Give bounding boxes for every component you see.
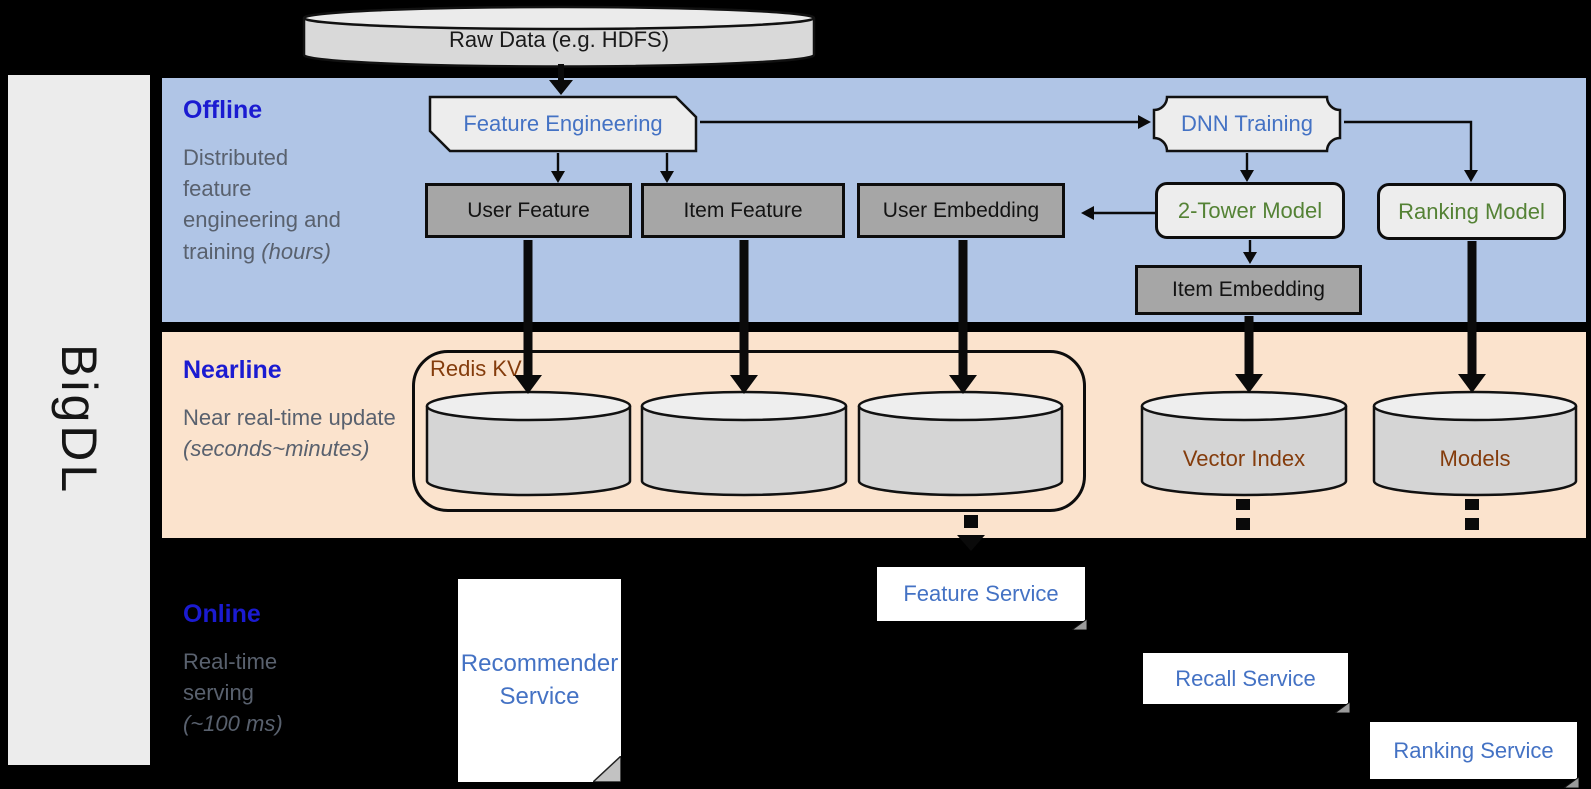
offline-title: Offline [183, 96, 263, 124]
ranking-service-node: Ranking Service [1370, 722, 1579, 788]
item-feature-node: Item Feature [641, 183, 845, 238]
user-embedding-node: User Embedding [857, 183, 1065, 238]
vector-index-store: Vector Index [1140, 390, 1348, 497]
recommender-service-label: Recommender Service [460, 650, 619, 710]
offline-duration: (hours) [261, 238, 331, 264]
beveled-box-shape [428, 95, 698, 153]
document-shape [458, 579, 621, 782]
feature-engineering-label: Feature Engineering [463, 111, 663, 136]
cylinder-shape [1372, 390, 1578, 497]
redis-cylinder-2 [640, 390, 848, 497]
offline-description-text: Distributed feature engineering and trai… [183, 145, 341, 264]
recommender-service-node: Recommender Service [458, 579, 621, 782]
nearline-description: Near real-time update (seconds~minutes) [183, 402, 398, 464]
nearline-description-text: Near real-time update [183, 405, 396, 430]
nearline-title: Nearline [183, 356, 282, 384]
user-feature-node: User Feature [425, 183, 632, 238]
online-duration: (~100 ms) [183, 711, 283, 737]
cylinder-shape [640, 390, 848, 497]
item-embedding-node: Item Embedding [1135, 265, 1362, 315]
redis-cylinder-3 [857, 390, 1064, 497]
folded-corner-icon [1335, 702, 1350, 713]
cylinder-shape [1140, 390, 1348, 497]
redis-cylinder-1 [425, 390, 632, 497]
feature-engineering-node: Feature Engineering [428, 95, 698, 153]
brand-bigdl: BigDL [51, 344, 107, 496]
sidebar: BigDL [8, 75, 150, 765]
vector-index-label: Vector Index [1182, 445, 1306, 471]
models-label: Models [1439, 445, 1511, 471]
dnn-training-label: DNN Training [1180, 111, 1314, 136]
online-title: Online [183, 600, 261, 628]
ranking-model-node: Ranking Model [1377, 183, 1566, 240]
folded-corner-icon [1564, 777, 1579, 788]
folded-corner-icon [1072, 619, 1087, 630]
redis-kv-label: Redis KV [430, 356, 522, 381]
nearline-duration: (seconds~minutes) [183, 436, 370, 462]
recall-service-node: Recall Service [1143, 653, 1350, 713]
cylinder-shape [425, 390, 632, 497]
redis-kv-group [412, 350, 1086, 512]
feature-service-node: Feature Service [877, 567, 1087, 630]
recall-service-label: Recall Service [1175, 665, 1316, 691]
online-description-text: Real-time serving [183, 649, 278, 706]
plaque-shape [1152, 95, 1342, 153]
models-store: Models [1372, 390, 1578, 497]
online-description: Real-time serving (~100 ms) [183, 646, 315, 740]
feature-service-label: Feature Service [903, 581, 1059, 606]
ranking-service-label: Ranking Service [1393, 737, 1554, 763]
offline-description: Distributed feature engineering and trai… [183, 142, 361, 267]
folded-corner-icon [593, 756, 621, 782]
raw-data-store: Raw Data (e.g. HDFS) [302, 5, 816, 68]
cylinder-shape [857, 390, 1064, 497]
dnn-training-node: DNN Training [1152, 95, 1342, 153]
two-tower-model-node: 2-Tower Model [1155, 182, 1345, 239]
raw-data-label: Raw Data (e.g. HDFS) [448, 26, 670, 52]
